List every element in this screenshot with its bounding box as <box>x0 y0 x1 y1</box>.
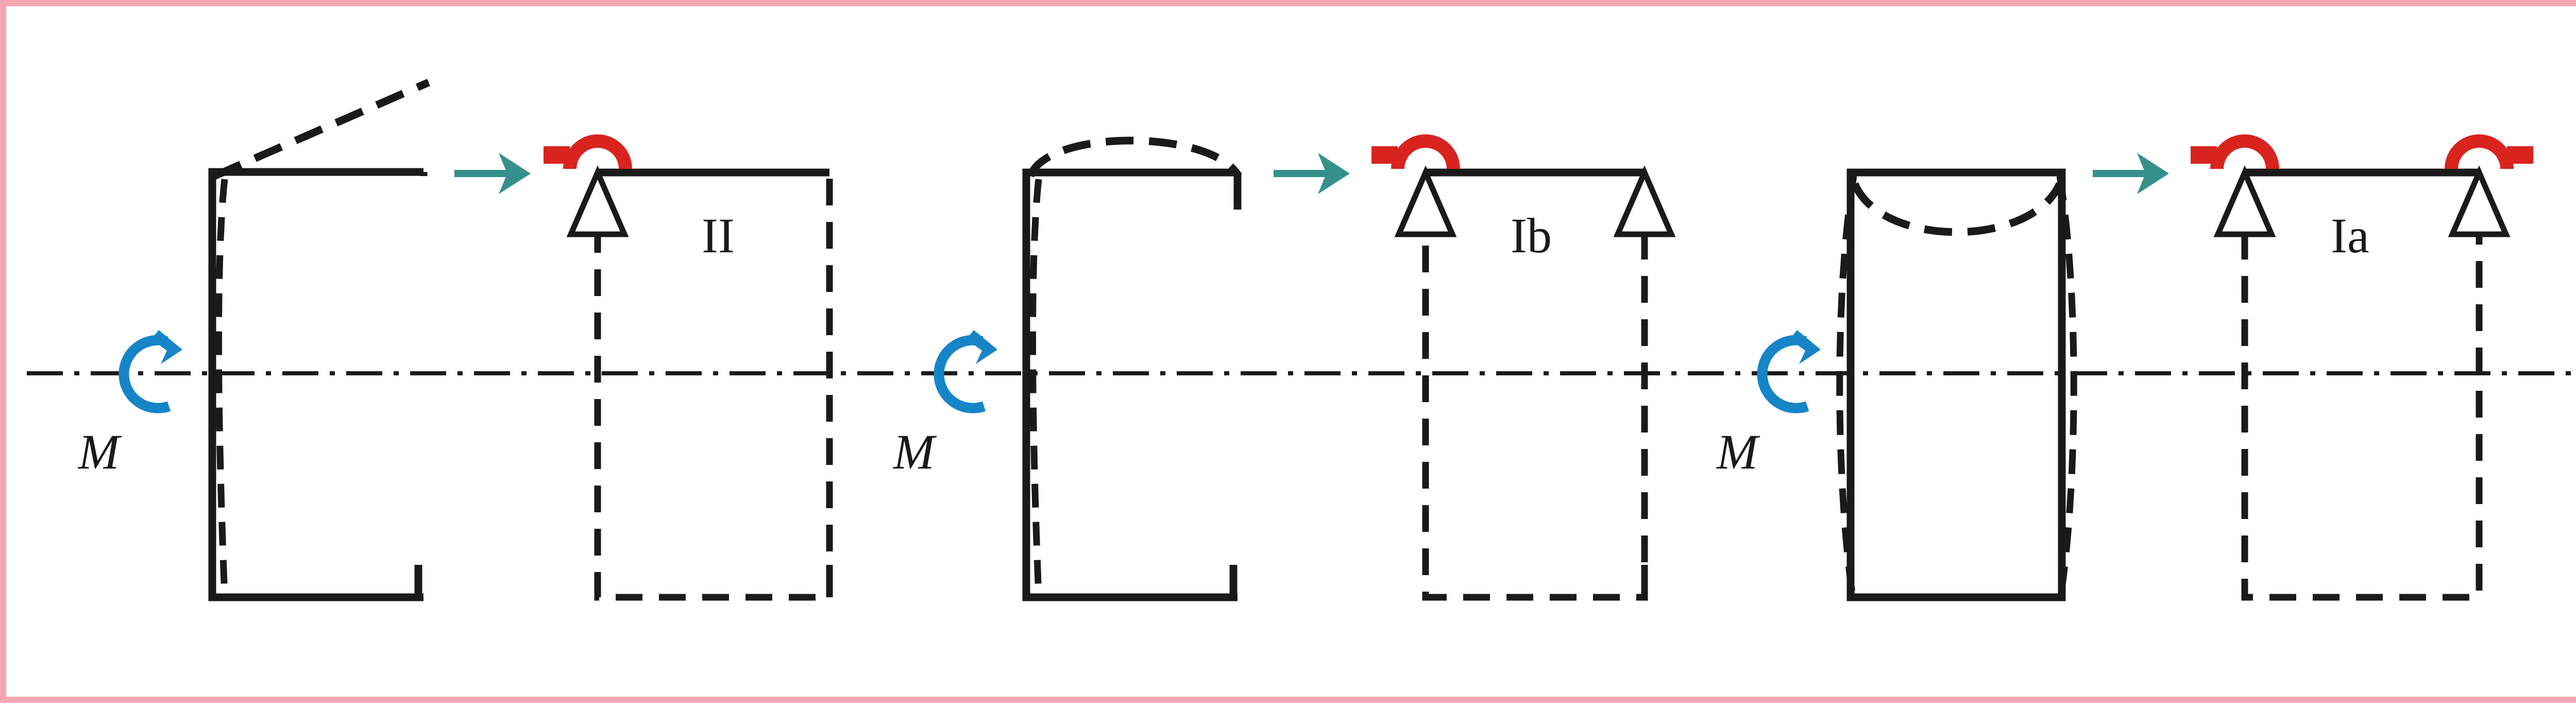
pin-support-II <box>571 172 624 234</box>
applied-moment-Ia-left <box>2191 141 2273 169</box>
panel-Ia-left-model <box>1836 168 2077 601</box>
panel-label-Ib: Ib <box>1511 208 1552 263</box>
deformed-web-Ib <box>1029 179 1042 596</box>
panel-Ib-right-model <box>1371 141 1671 601</box>
deformed-shape-Ia <box>1851 182 2063 236</box>
deformed-shape-Ib <box>1026 136 1242 179</box>
panel-Ia-equivalence-arrow <box>2093 153 2169 194</box>
moment-label-Ia: M <box>1717 424 1758 479</box>
pin-support-Ia-left <box>2218 172 2272 234</box>
pin-support-Ia-right <box>2452 172 2506 234</box>
panel-Ia-right-model <box>2191 141 2533 601</box>
panel-II-left-model <box>208 79 431 601</box>
panel-label-II: II <box>702 208 735 263</box>
applied-moment-Ib <box>1371 141 1453 169</box>
closed-section-Ia <box>1846 168 2066 601</box>
deformed-web-Ia-right <box>2056 175 2077 597</box>
panel-II-moment-M <box>124 330 182 408</box>
ghost-section-Ia <box>2241 233 2483 601</box>
panel-II-equivalence-arrow <box>454 153 531 194</box>
deformed-web-II <box>215 179 228 596</box>
pin-support-Ib-right <box>1618 172 1671 234</box>
applied-moment-II <box>544 141 625 169</box>
panel-label-Ia: Ia <box>2331 208 2369 263</box>
deformed-web-Ia-left <box>1836 175 1857 597</box>
moment-label-II: M <box>78 424 120 479</box>
panel-Ib-left-model <box>1022 136 1242 601</box>
panel-Ib-moment-M <box>939 330 997 408</box>
deformed-shape-II <box>212 79 431 180</box>
pin-support-Ib-left <box>1399 172 1452 234</box>
panel-Ib-equivalence-arrow <box>1274 153 1350 194</box>
panel-Ia-moment-M <box>1762 330 1821 408</box>
panel-II-right-model <box>544 141 833 601</box>
applied-moment-Ia-right <box>2451 141 2533 169</box>
moment-label-Ib: M <box>893 424 935 479</box>
diagram-canvas <box>27 79 2576 601</box>
ghost-channel-II <box>594 179 833 601</box>
ghost-channel-Ib <box>1422 233 1648 601</box>
